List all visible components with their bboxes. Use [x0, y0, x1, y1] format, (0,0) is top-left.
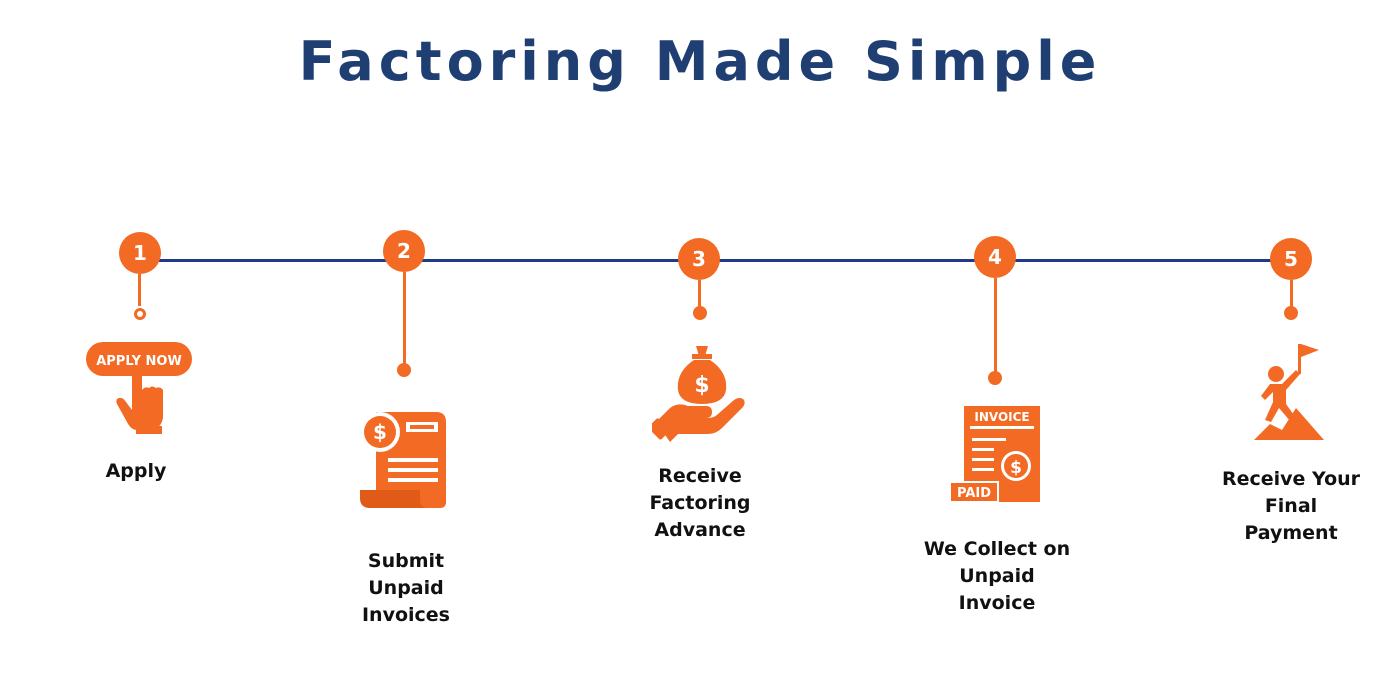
invoice-icon-text: INVOICE: [974, 410, 1029, 424]
step-label: Apply: [105, 460, 167, 482]
apply-now-icon-text: APPLY NOW: [96, 354, 182, 369]
apply-now-icon: APPLY NOW: [86, 342, 192, 434]
step-connector: [138, 274, 141, 306]
step-label: Receive Your Final Payment: [1221, 468, 1361, 544]
step-connector: [1290, 280, 1293, 308]
step-connector-dot: [988, 371, 1002, 385]
paid-invoice-icon: INVOICE $ PAID: [950, 406, 1040, 503]
step-connector-dot: [693, 306, 707, 320]
step-label: Submit Unpaid Invoices: [361, 550, 450, 626]
page-title: Factoring Made Simple: [298, 30, 1102, 93]
invoice-document-icon: $: [360, 412, 446, 508]
step-connector-dot: [1284, 306, 1298, 320]
step-number-badge: 1: [119, 232, 161, 274]
svg-text:$: $: [1010, 458, 1022, 478]
step-number-badge: 2: [383, 230, 425, 272]
svg-text:$: $: [694, 373, 709, 398]
svg-text:$: $: [373, 420, 387, 444]
step-connector: [698, 280, 701, 308]
step-connector-dot: [134, 308, 146, 320]
summit-flag-icon: [1254, 344, 1324, 440]
step-connector-dot: [397, 363, 411, 377]
step-label: Receive Factoring Advance: [649, 465, 751, 541]
step-connector: [403, 272, 406, 364]
step-number-badge: 5: [1270, 238, 1312, 280]
step-label: We Collect on Unpaid Invoice: [923, 538, 1071, 614]
money-bag-hand-icon: $: [652, 346, 745, 442]
paid-stamp-text: PAID: [957, 486, 991, 501]
step-number-badge: 3: [678, 238, 720, 280]
step-number-badge: 4: [974, 236, 1016, 278]
step-connector: [994, 278, 997, 372]
